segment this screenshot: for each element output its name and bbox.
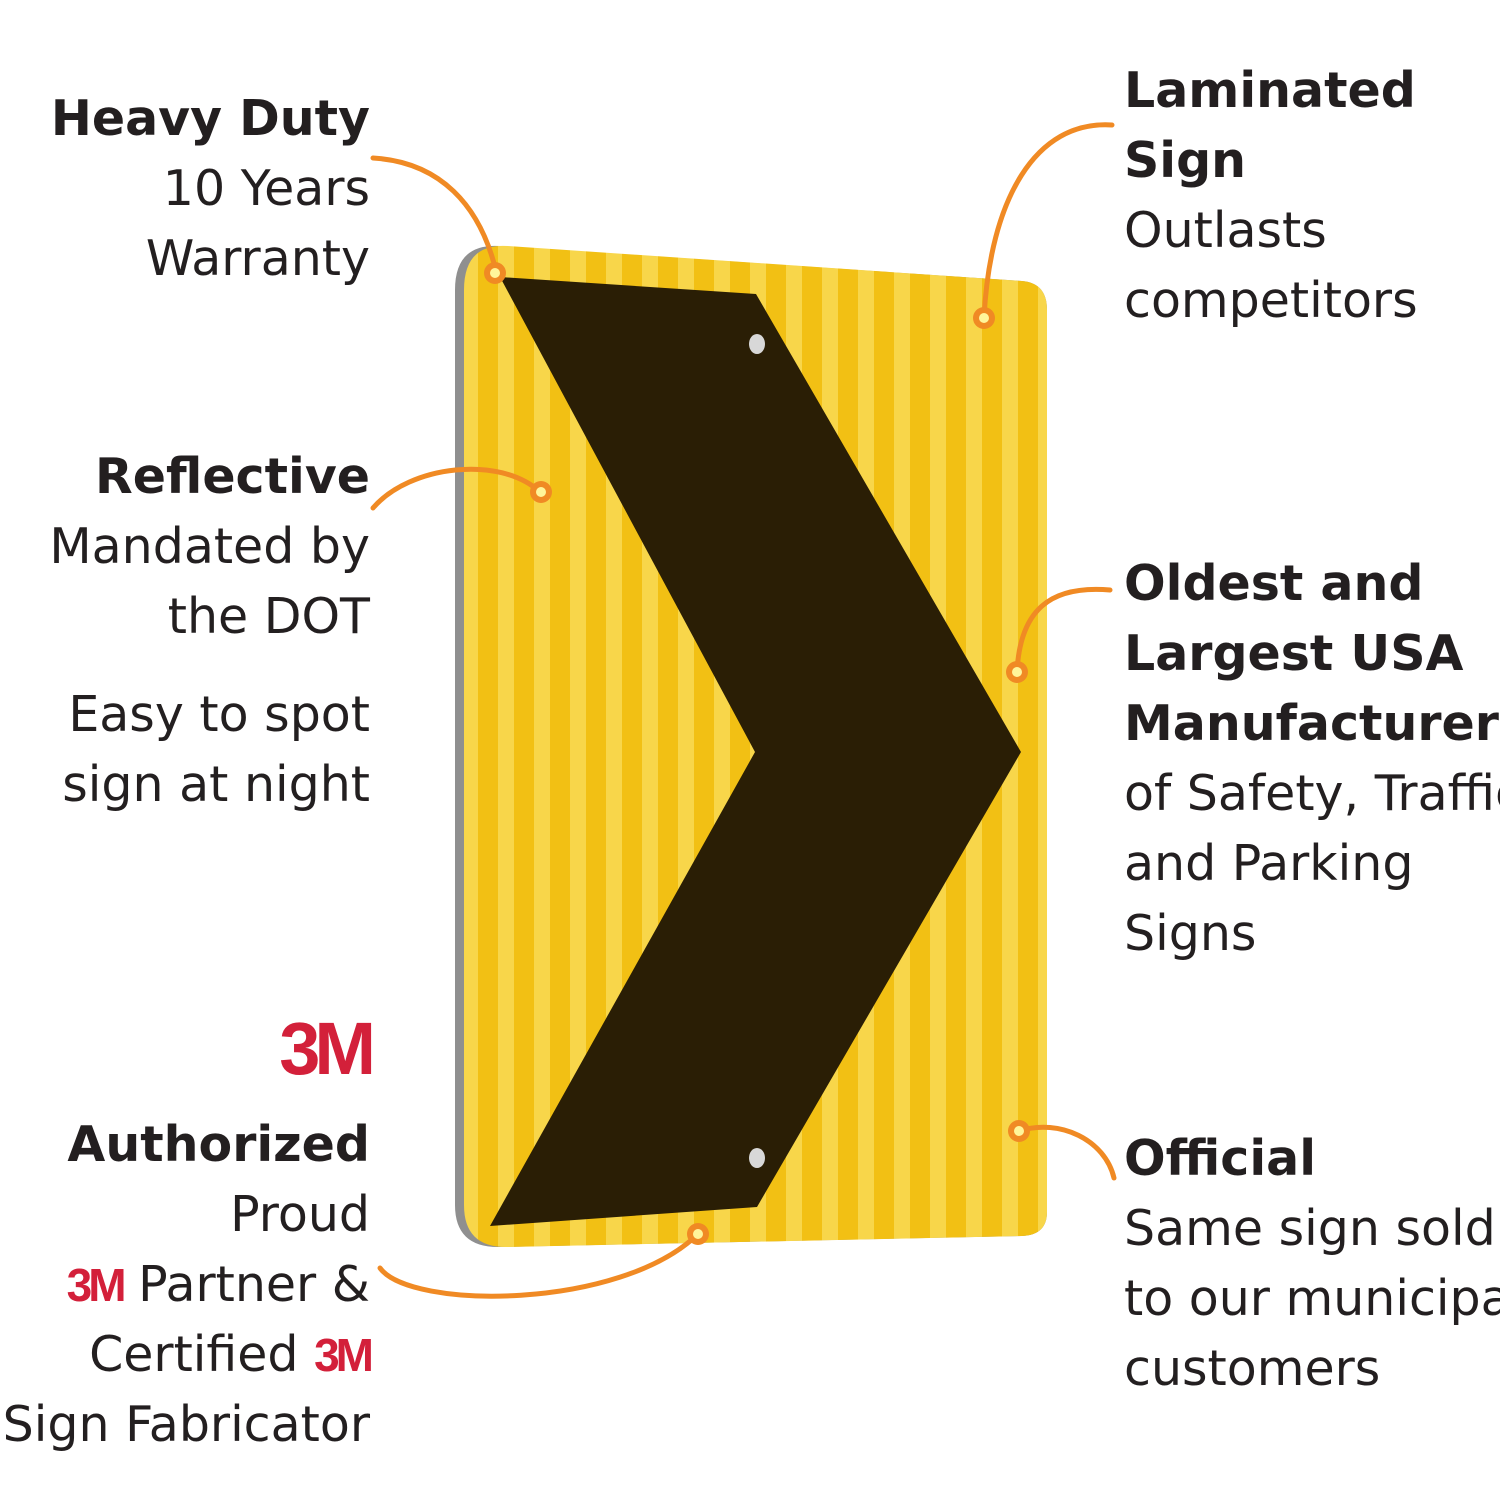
3m-logo: 3M [279,1007,376,1090]
callout-text: Signs [1124,905,1257,962]
leader-official [1016,1124,1117,1181]
callout-dots [484,262,1030,1245]
callout-text-certified: Certified 3M [3,1320,374,1390]
leader-oldest [1014,586,1113,675]
callout-title: Official [1124,1130,1317,1187]
callout-title: Reflective [95,448,370,505]
callout-text: Outlasts [1124,202,1327,259]
callout-text: Partner & [138,1256,370,1313]
callout-text-partner: 3M Partner & [3,1250,370,1320]
callout-text: Sign Fabricator [2,1396,370,1453]
leader-authorized [377,1231,701,1299]
callout-reflective: Reflective Mandated by the DOT Easy to s… [49,442,370,820]
callout-text: Proud [230,1186,370,1243]
callout-text: Mandated by [49,518,370,575]
chevron-arrow [490,277,1021,1226]
callout-text: 10 Years [162,160,370,217]
callout-text: Certified [89,1326,299,1383]
callout-text: Warranty [145,230,370,287]
leader-reflective [370,466,543,511]
callout-text: and Parking [1124,835,1414,892]
callout-official: Official Same sign sold to our municipal… [1124,1124,1500,1404]
callout-title: Oldest and [1124,555,1424,612]
mounting-hole-bottom [749,1148,765,1168]
leader-laminated [981,122,1115,321]
callout-title: Manufacturer [1124,695,1499,752]
callout-text: of Safety, Traffic [1124,765,1500,822]
callout-title: Heavy Duty [50,90,370,147]
callout-text: customers [1124,1340,1381,1397]
callout-text: competitors [1124,272,1418,329]
callout-heavy-duty: Heavy Duty 10 Years Warranty [51,84,370,294]
callout-laminated: Laminated Sign Outlasts competitors [1124,56,1418,336]
3m-logo-inline: 3M [314,1329,374,1381]
callout-title: Laminated [1124,62,1416,119]
leader-heavy-duty [370,155,499,274]
callout-title: Largest USA [1124,625,1464,682]
callout-title: Authorized [67,1116,370,1173]
callout-oldest: Oldest and Largest USA Manufacturer of S… [1124,549,1500,969]
mounting-hole-top [749,334,765,354]
callout-text: to our municipal [1124,1270,1500,1327]
callout-text: Easy to spot [68,686,370,743]
3m-logo-inline: 3M [66,1259,127,1311]
callout-text: the DOT [167,588,370,645]
callout-text: Same sign sold [1124,1200,1496,1257]
callout-authorized: 3M Authorized Proud 3M Partner & Certifi… [2,1007,376,1460]
callout-text: sign at night [62,756,370,813]
callout-title: Sign [1124,132,1247,189]
